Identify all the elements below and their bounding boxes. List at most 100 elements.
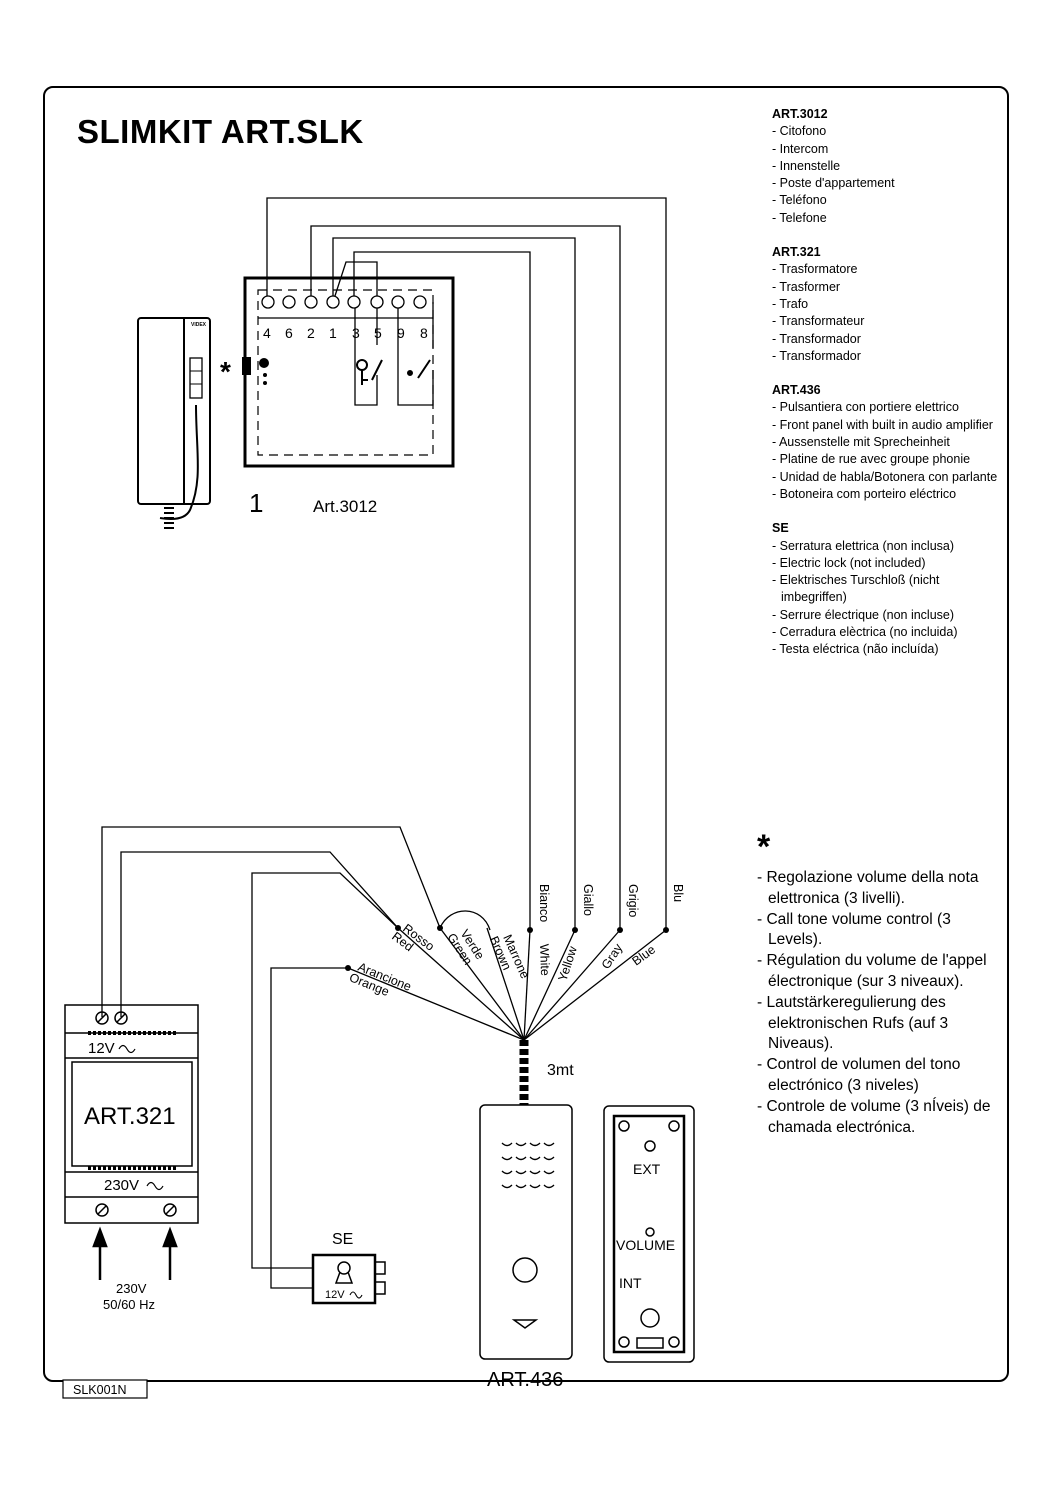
wire-green [120, 851, 399, 1017]
diagram-frame [43, 86, 1009, 1382]
legend-item: - Pulsantiera con portiere elettrico [772, 400, 959, 415]
transformer-label: ART.321 [84, 1103, 176, 1130]
panel-volume-label: VOLUME [616, 1237, 675, 1253]
legend-item: - Platine de rue avec groupe phonie [772, 452, 971, 467]
legend-item: - Elektrisches Turschloß (nicht imbegrif… [772, 573, 940, 605]
star-note: * - Regolazione volume della nota elettr… [757, 828, 1007, 1138]
terminal-label: 3 [352, 325, 360, 341]
intercom-unit-label: Art.3012 [313, 497, 377, 516]
lock-voltage: 12V [325, 1289, 345, 1301]
legend-section: ART.321- Trasformatore- Trasformer- Traf… [772, 244, 1002, 365]
legend-section: SE - Serratura elettrica (non inclusa) - E… [772, 520, 1002, 658]
front-panel [479, 1104, 573, 1360]
terminal-label: 1 [329, 325, 337, 341]
legend-item: - Transformador [772, 348, 861, 363]
star-note-list: - Regolazione volume della nota elettron… [757, 868, 1007, 1138]
legend-section-title: SE [772, 521, 789, 536]
call-switch-icon [407, 359, 431, 379]
fan-green [439, 927, 525, 1041]
panel-ext-label: EXT [633, 1161, 661, 1177]
intercom-terminal-labels: 4 6 2 1 3 5 9 8 [263, 325, 428, 341]
supply-arrows [92, 1226, 178, 1280]
legend-item: - Transformateur [772, 314, 865, 329]
page-title: SLIMKIT ART.SLK [77, 113, 364, 150]
fan-white [523, 929, 531, 1041]
legend-section-title: ART.321 [772, 245, 821, 260]
panel-label: ART.436 [487, 1369, 563, 1391]
terminal-bridge [332, 261, 378, 303]
terminal-label: 2 [307, 325, 315, 341]
panel-int-label: INT [619, 1275, 642, 1291]
wire-label-en: Blue [630, 942, 659, 968]
legend-item: - Botoneira com porteiro eléctrico [772, 486, 957, 501]
legend-item: - Citofono [772, 124, 827, 139]
intercom-terminals [261, 295, 427, 309]
call-volume-star: * [220, 356, 231, 387]
intercom-handset [137, 317, 211, 529]
star-note-symbol: * [757, 828, 771, 866]
key-icon [356, 359, 383, 385]
ac-wave-icon [349, 1291, 363, 1299]
fan-brown [486, 927, 525, 1041]
star-note-item: - Control de volumen del tono electrónic… [757, 1056, 961, 1094]
legend-item: - Front panel with built in audio amplif… [772, 417, 993, 432]
transformer-output-voltage: 12V [88, 1040, 115, 1057]
wire-label-vertical: Bianco [537, 884, 551, 922]
doc-code: SLK001N [73, 1383, 127, 1397]
fan-orange [347, 967, 525, 1041]
legend-section: ART.3012- Citofono- Intercom- Innenstell… [772, 106, 1002, 227]
wire-blue [266, 197, 667, 930]
legend-item: - Serrure électrique (non incluse) [772, 607, 955, 622]
supply-frequency: 50/60 Hz [103, 1297, 155, 1312]
intercom-unit-number: 1 [249, 488, 263, 518]
diagonal-wire-labels: Rosso Red Verde Green Marrone Brown Whit… [347, 921, 659, 999]
terminal-label: 8 [420, 325, 428, 341]
fan-red [397, 927, 525, 1041]
speaker-grille [501, 1142, 555, 1189]
brown-arc [439, 910, 491, 931]
wire-label-vertical: Blu [671, 884, 685, 902]
legend-item: - Aussenstelle mit Sprecheinheit [772, 435, 950, 450]
ac-wave-icon [146, 1181, 164, 1191]
call-volume-control [242, 357, 269, 385]
transformer [64, 1004, 199, 1224]
legend-section-title: ART.3012 [772, 107, 828, 121]
wire-red [101, 826, 441, 1017]
star-note-item: - Régulation du volume de l'appel électr… [757, 952, 987, 990]
wire-label-en: White [537, 944, 552, 976]
legend-item: - Electric lock (not included) [772, 555, 926, 570]
component-legend: ART.3012- Citofono- Intercom- Innenstell… [772, 106, 1002, 676]
legend-item: - Intercom [772, 141, 829, 156]
doc-code-box [62, 1379, 148, 1399]
legend-item: - Trafo [772, 296, 809, 311]
terminal-label: 9 [397, 325, 405, 341]
wire-label-vertical: Giallo [581, 884, 595, 916]
supply-voltage: 230V [116, 1281, 147, 1296]
wire-brown [251, 872, 399, 1269]
legend-item: - Testa eléctrica (não incluída) [772, 642, 939, 657]
wire-label-en: Gray [599, 941, 626, 972]
legend-section-title: ART.436 [772, 383, 821, 398]
star-note-item: - Call tone volume control (3 Levels). [757, 910, 951, 949]
handset-brand: VIDEX [191, 322, 207, 328]
ac-wave-icon [118, 1044, 136, 1054]
legend-item: - Unidad de habla/Botonera con parlante [772, 469, 998, 484]
legend-item: - Trasformer [772, 279, 841, 294]
legend-item: - Cerradura elèctrica (no incluida) [772, 625, 958, 640]
wire-orange [270, 967, 348, 1289]
terminal-label: 5 [374, 325, 382, 341]
legend-item: - Poste d'appartement [772, 176, 895, 191]
lock-label: SE [332, 1231, 353, 1248]
terminal-label: 4 [263, 325, 271, 341]
fan-yellow [523, 929, 576, 1041]
wire-gray [310, 225, 621, 930]
cable-length: 3mt [547, 1062, 574, 1079]
legend-item: - Teléfono [772, 193, 827, 208]
wire-white [353, 251, 531, 930]
star-note-item: - Regolazione volume della nota elettron… [757, 869, 979, 907]
legend-item: - Serratura elettrica (non inclusa) [772, 538, 955, 553]
star-note-item: - Lautstärkeregulierung des elektronisch… [757, 993, 949, 1053]
panel-back-view [603, 1105, 695, 1363]
vertical-wire-labels: Bianco Giallo Grigio Blu [537, 884, 685, 922]
fan-blue [523, 929, 667, 1041]
